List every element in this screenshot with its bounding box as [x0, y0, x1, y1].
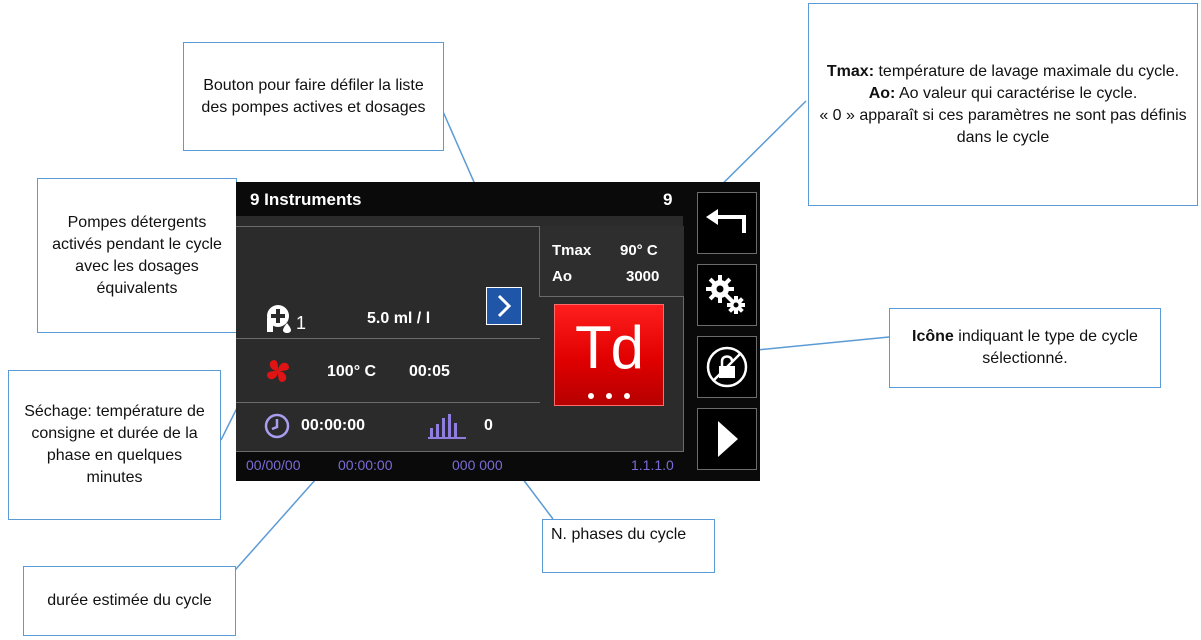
status-time: 00:00:00: [338, 457, 393, 473]
tmax-key: Tmax: [552, 242, 592, 259]
divider-pump: [236, 338, 540, 339]
bar-chart-icon: [428, 413, 468, 444]
icone-label: Icône: [912, 328, 954, 345]
back-button[interactable]: [697, 192, 757, 254]
chevron-right-icon: [497, 294, 512, 318]
lock-button[interactable]: [697, 336, 757, 398]
icone-description: indiquant le type de cycle sélectionné.: [953, 328, 1138, 367]
divider-top: [236, 226, 540, 227]
dot: [606, 393, 612, 399]
callout-pumps-text: Pompes détergents activés pendant le cyc…: [52, 213, 222, 297]
zero-description: « 0 » apparaît si ces paramètres ne sont…: [819, 106, 1187, 146]
callout-scroll-button: Bouton pour faire défiler la liste des p…: [183, 42, 444, 151]
return-arrow-icon: [706, 209, 746, 233]
ao-description: Ao valeur qui caractérise le cycle.: [895, 84, 1138, 102]
divider-status: [236, 451, 684, 452]
pump-index: 1: [296, 313, 307, 333]
callout-duration: durée estimée du cycle: [23, 566, 236, 636]
panel-right-edge: [683, 296, 684, 451]
cycle-type-label: Td: [574, 314, 644, 381]
program-title: 9 Instruments: [250, 190, 362, 209]
status-counter: 000 000: [452, 457, 503, 473]
callout-drying-text: Séchage: température de consigne et duré…: [24, 403, 205, 486]
tmax-description: température de lavage maximale du cycle.: [874, 62, 1180, 80]
divider-dry: [236, 402, 540, 403]
callout-phases-text: N. phases du cycle: [551, 526, 687, 543]
tmax-ao-block: [539, 226, 684, 297]
fan-icon: [264, 357, 292, 390]
lock-disabled-icon: [706, 346, 748, 388]
play-icon: [718, 421, 738, 457]
dry-time: 00:05: [409, 363, 450, 380]
cycle-number: 9: [663, 190, 673, 209]
cycle-type-icon: Td: [554, 304, 664, 406]
ao-key: Ao: [552, 268, 572, 285]
ao-label: Ao:: [868, 84, 896, 102]
callout-drying: Séchage: température de consigne et duré…: [8, 370, 221, 520]
clock-icon: [263, 412, 291, 445]
callout-pumps: Pompes détergents activés pendant le cyc…: [37, 178, 237, 333]
tmax-value: 90° C: [620, 242, 658, 259]
next-pump-button[interactable]: [486, 287, 522, 325]
dry-temperature: 100° C: [327, 363, 377, 380]
settings-button[interactable]: [697, 264, 757, 326]
tmax-label: Tmax:: [826, 62, 875, 80]
dot: [624, 393, 630, 399]
ao-value: 3000: [626, 268, 660, 285]
callout-tmax-ao: Tmax: température de lavage maximale du …: [808, 3, 1198, 206]
gears-icon: [706, 275, 745, 314]
callout-scroll-button-text: Bouton pour faire défiler la liste des p…: [201, 76, 426, 116]
firmware-version: 1.1.1.0: [631, 457, 674, 473]
phase-count: 0: [484, 417, 493, 434]
status-date: 00/00/00: [246, 457, 301, 473]
callout-duration-text: durée estimée du cycle: [47, 592, 212, 609]
dot: [588, 393, 594, 399]
pump-dose: 5.0 ml / l: [367, 310, 431, 327]
callout-cycle-icon: Icône indiquant le type de cycle sélecti…: [889, 308, 1161, 388]
pump-drop-icon: [264, 304, 294, 339]
callout-phases: N. phases du cycle: [542, 519, 715, 573]
cycle-duration: 00:00:00: [301, 417, 366, 434]
start-button[interactable]: [697, 408, 757, 470]
